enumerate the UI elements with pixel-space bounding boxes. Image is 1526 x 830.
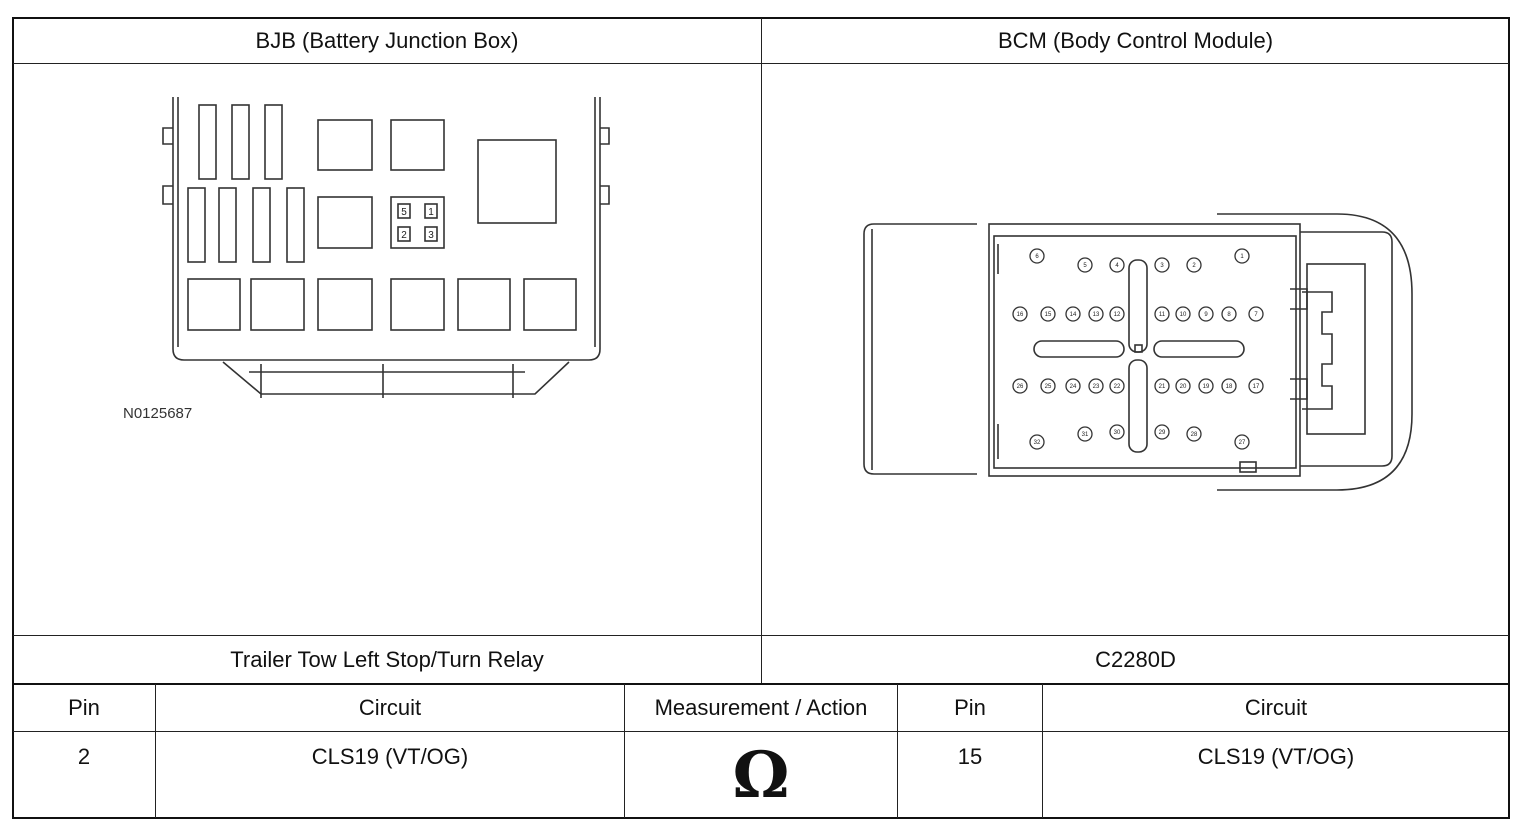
header-bcm: BCM (Body Control Module) — [997, 27, 1274, 53]
connector-pin-label: 28 — [1191, 432, 1198, 438]
connector-pin-label: 29 — [1159, 430, 1166, 436]
connector-pin-label: 3 — [1160, 263, 1164, 269]
divider-col-2 — [624, 684, 625, 818]
header-bjb: BJB (Battery Junction Box) — [255, 27, 519, 53]
connector-pin-label: 27 — [1239, 440, 1246, 446]
connector-pin-label: 10 — [1180, 312, 1187, 318]
connector-pin-label: 32 — [1034, 440, 1041, 446]
connector-pin-label: 20 — [1180, 384, 1187, 390]
ohm-icon: Ω — [732, 738, 790, 813]
connector-pin-label: 9 — [1204, 312, 1208, 318]
divider-col-1 — [155, 684, 156, 818]
connector-pin-label: 15 — [1045, 312, 1052, 318]
col-header-pin-right: Pin — [954, 695, 986, 720]
relay-terminal-label: 1 — [428, 207, 434, 218]
connector-pin-label: 25 — [1045, 384, 1052, 390]
connector-pin-label: 18 — [1226, 384, 1233, 390]
connector-pin-label: 2 — [1192, 263, 1196, 269]
col-header-circuit-left: Circuit — [358, 695, 422, 720]
connector-pin-label: 16 — [1017, 312, 1024, 318]
connector-pin-label: 1 — [1240, 254, 1244, 260]
col-header-pin-left: Pin — [68, 695, 100, 720]
connector-pin-label: 4 — [1115, 263, 1119, 269]
divider-table-header — [13, 731, 1509, 732]
connector-pin-label: 14 — [1070, 312, 1077, 318]
row-pin-right: 15 — [957, 744, 983, 769]
figure-id: N0125687 — [123, 405, 193, 422]
row-circuit-left: CLS19 (VT/OG) — [311, 744, 469, 769]
connector-pin-label: 17 — [1253, 384, 1260, 390]
bjb-diagram: 5 1 2 3 — [162, 97, 610, 398]
connector-pin-label: 5 — [1083, 263, 1087, 269]
divider-header — [13, 63, 1509, 64]
relay-terminal-label: 2 — [401, 230, 407, 241]
row-pin-left: 2 — [77, 744, 91, 769]
connector-pin-label: 23 — [1093, 384, 1100, 390]
connector-pin-label: 26 — [1017, 384, 1024, 390]
col-header-circuit-right: Circuit — [1244, 695, 1308, 720]
connector-pin-label: 22 — [1114, 384, 1121, 390]
connector-pin-label: 12 — [1114, 312, 1121, 318]
divider-diagram-bottom — [13, 635, 1509, 636]
divider-components-bottom — [13, 683, 1509, 685]
connector-pin-label: 8 — [1227, 312, 1231, 318]
connector-pin-label: 19 — [1203, 384, 1210, 390]
connector-pin-label: 24 — [1070, 384, 1077, 390]
component-left: Trailer Tow Left Stop/Turn Relay — [230, 646, 544, 672]
connector-pin-label: 6 — [1035, 254, 1039, 260]
divider-col-3 — [897, 684, 898, 818]
component-right: C2280D — [1095, 646, 1176, 672]
connector-pin-label: 7 — [1254, 312, 1258, 318]
bcm-connector-diagram: 1 2 3 4 5 6 7 8 9 10 11 12 13 14 15 16 1… — [863, 213, 1413, 491]
col-header-measurement: Measurement / Action — [654, 695, 868, 720]
connector-pin-label: 13 — [1093, 312, 1100, 318]
divider-col-4 — [1042, 684, 1043, 818]
divider-center-top — [761, 18, 762, 684]
connector-pin-label: 31 — [1082, 432, 1089, 438]
relay-terminal-label: 5 — [401, 207, 407, 218]
row-circuit-right: CLS19 (VT/OG) — [1197, 744, 1355, 769]
connector-pin-label: 11 — [1159, 312, 1166, 318]
relay-terminal-label: 3 — [428, 230, 434, 241]
connector-pin-label: 21 — [1159, 384, 1166, 390]
connector-pin-label: 30 — [1114, 430, 1121, 436]
row-measurement: Ω — [625, 736, 897, 816]
